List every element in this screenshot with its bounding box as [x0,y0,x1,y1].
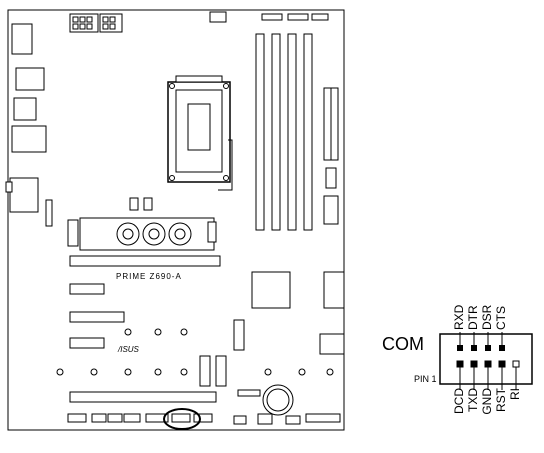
com-pin-bottom-4 [498,360,506,368]
pin-label-bottom-3: GND [480,388,494,415]
pin-label-bottom-5: RI [508,388,522,400]
pin-label-bottom-4: RST [494,387,508,412]
com-pin-top-1 [457,345,463,351]
m2-heatsink [45,197,217,251]
board-model-label: PRIME Z690-A [116,272,182,281]
com-pinout: COM PIN 1 [382,332,533,390]
com-pin-top-2 [471,345,477,351]
com-pin-bottom-2 [470,360,478,368]
pcie-x16-slot [69,255,221,267]
top-fan-headers [261,13,329,21]
cpu-socket [167,75,233,191]
com-pin-top-3 [485,345,491,351]
com-pin-bottom-3 [484,360,492,368]
pin-label-top-4: CTS [494,306,508,330]
pin-label-top-1: RXD [452,304,466,330]
com-pin-bottom-1 [456,360,464,368]
bottom-headers [67,389,341,425]
pin1-label: PIN 1 [414,374,437,384]
pin-label-bottom-1: DCD [452,388,466,414]
cpu-power-connector [69,11,227,33]
com-title: COM [382,334,424,354]
com-header-outline [439,333,533,385]
com-pin-bottom-5 [512,360,520,368]
cmos-battery [257,384,294,425]
pin-label-bottom-2: TXD [466,388,480,412]
expansion-slots [69,271,345,403]
com-header-highlight [163,408,201,430]
pin-label-top-2: DTR [466,305,480,330]
dimm-slots [255,33,313,231]
pin-label-top-3: DSR [480,304,494,330]
com-pin-top-4 [499,345,505,351]
mounting-holes [56,328,334,376]
motherboard [5,9,345,431]
atx-power-connector [323,87,339,161]
board-brand-label: /ISUS [117,345,140,354]
chipset [251,271,291,309]
rear-io [5,23,47,213]
